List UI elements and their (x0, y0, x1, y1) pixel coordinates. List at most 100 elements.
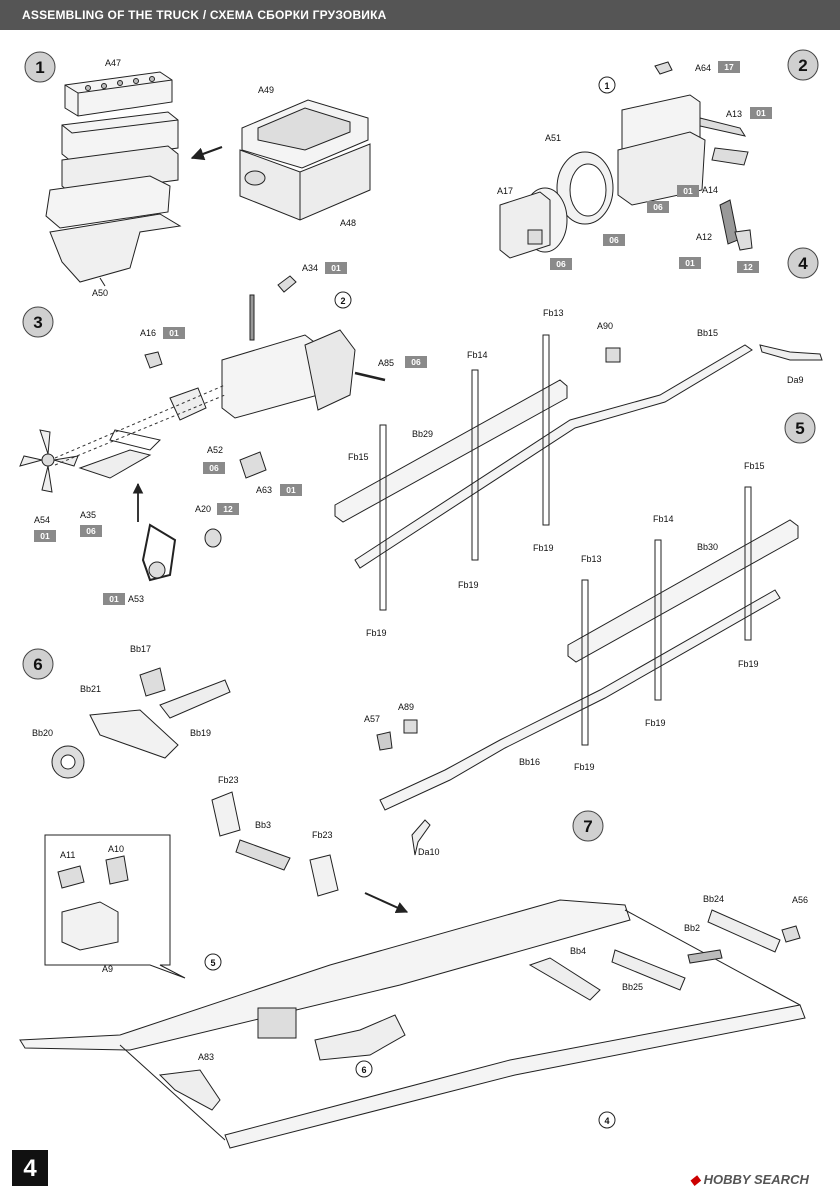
label-a54: A54 (34, 515, 50, 525)
label-a16: A16 (140, 328, 156, 338)
part-fb14a (471, 369, 479, 561)
svg-text:01: 01 (683, 186, 693, 196)
step-4-badge (787, 247, 819, 279)
part-a50 (49, 213, 182, 283)
ref-step-6-number: 6 (361, 1065, 366, 1075)
tag-06a (647, 201, 669, 213)
tag-06c (550, 258, 572, 270)
label-a9: A9 (102, 964, 113, 974)
label-fb19f: Fb19 (574, 762, 595, 772)
label-fb13b: Fb13 (581, 554, 602, 564)
label-a17: A17 (497, 186, 513, 196)
part-a57 (376, 731, 393, 751)
tag-06f (80, 525, 102, 537)
label-fb19b: Fb19 (458, 580, 479, 590)
tag-01b (677, 185, 699, 197)
step-2-number: 2 (798, 56, 807, 75)
part-a47 (64, 71, 173, 117)
svg-text:06: 06 (411, 357, 421, 367)
label-a20: A20 (195, 504, 211, 514)
tag-06e (203, 462, 225, 474)
label-fb15b: Fb15 (744, 461, 765, 471)
header-separator: / (202, 8, 207, 22)
tag-12a (737, 261, 759, 273)
label-fb19e: Fb19 (645, 718, 666, 728)
label-a56: A56 (792, 895, 808, 905)
svg-text:01: 01 (331, 263, 341, 273)
part-a83 (158, 1069, 221, 1111)
header-bar (0, 0, 840, 30)
svg-text:06: 06 (609, 235, 619, 245)
svg-text:06: 06 (209, 463, 219, 473)
watermark-mark: ◆ (690, 1172, 700, 1187)
part-fb15a (379, 424, 387, 611)
label-bb25: Bb25 (622, 982, 643, 992)
tag-06d (405, 356, 427, 368)
step-1-number: 1 (35, 58, 44, 77)
step-5-group: 5 Da9 Bb15 Bb29 Fb15 Fb14 Fb13 Fb19 Fb19… (334, 308, 823, 857)
step-3-group: 3 2 A34 01 A16 01 A85 06 A52 06 A63 01 (19, 262, 427, 605)
ref-step-2-number: 2 (340, 296, 345, 306)
tag-06b (603, 234, 625, 246)
part-fb23a (211, 791, 241, 837)
part-a64 (654, 61, 673, 75)
step-2-badge (787, 49, 819, 81)
part-bb30 (567, 519, 799, 663)
label-a50: A50 (92, 288, 108, 298)
ref-step-4-circle (598, 1111, 616, 1129)
watermark-text: HOBBY SEARCH (703, 1172, 809, 1187)
label-a83: A83 (198, 1052, 214, 1062)
part-a9 (61, 901, 119, 951)
label-a13: A13 (726, 109, 742, 119)
label-a34: A34 (302, 263, 318, 273)
part-a90 (605, 347, 621, 363)
label-a85: A85 (378, 358, 394, 368)
part-a34 (277, 275, 297, 293)
chassis-box-a9 (257, 1007, 297, 1039)
part-a12 (719, 199, 739, 245)
watermark: ◆ HOBBY SEARCH (690, 1172, 809, 1188)
part-bb17 (139, 667, 166, 697)
label-a48: A48 (340, 218, 356, 228)
tag-01h (103, 593, 125, 605)
svg-text:06: 06 (86, 526, 96, 536)
label-a47: A47 (105, 58, 121, 68)
part-a20 (204, 528, 222, 548)
label-a12: A12 (696, 232, 712, 242)
part-bb15 (354, 344, 753, 569)
part-a13 (699, 117, 747, 137)
part-fb14b (654, 539, 662, 701)
page-number-box (12, 1150, 48, 1186)
tag-01f (280, 484, 302, 496)
tag-01a (750, 107, 772, 119)
label-a53: A53 (128, 594, 144, 604)
label-a57: A57 (364, 714, 380, 724)
header-title-ru: СХЕМА СБОРКИ ГРУЗОВИКА (209, 8, 387, 22)
label-bb17: Bb17 (130, 644, 151, 654)
part-bb16 (379, 589, 781, 811)
tag-12b (217, 503, 239, 515)
label-a89: A89 (398, 702, 414, 712)
label-fb23b: Fb23 (312, 830, 333, 840)
label-fb23a: Fb23 (218, 775, 239, 785)
step-7-group: 5 6 4 A83 Bb4 Bb25 Bb2 Bb24 A56 (19, 892, 808, 1149)
part-fb15b (744, 486, 752, 641)
ref-step-5-circle (204, 953, 222, 971)
label-bb19: Bb19 (190, 728, 211, 738)
part-a11 (57, 865, 85, 889)
part-bb29 (334, 379, 568, 523)
tag-01c (679, 257, 701, 269)
step-7-badge (572, 810, 604, 842)
svg-text:01: 01 (286, 485, 296, 495)
step-7-number: 7 (583, 817, 592, 836)
step-6-badge (22, 648, 54, 680)
label-bb4: Bb4 (570, 946, 586, 956)
label-fb14b: Fb14 (653, 514, 674, 524)
svg-text:01: 01 (756, 108, 766, 118)
part-a49 (241, 99, 369, 169)
part-a10 (105, 855, 129, 885)
label-fb19a: Fb19 (366, 628, 387, 638)
label-a35: A35 (80, 510, 96, 520)
label-a64: A64 (695, 63, 711, 73)
chassis-engine-mount (314, 1014, 406, 1061)
